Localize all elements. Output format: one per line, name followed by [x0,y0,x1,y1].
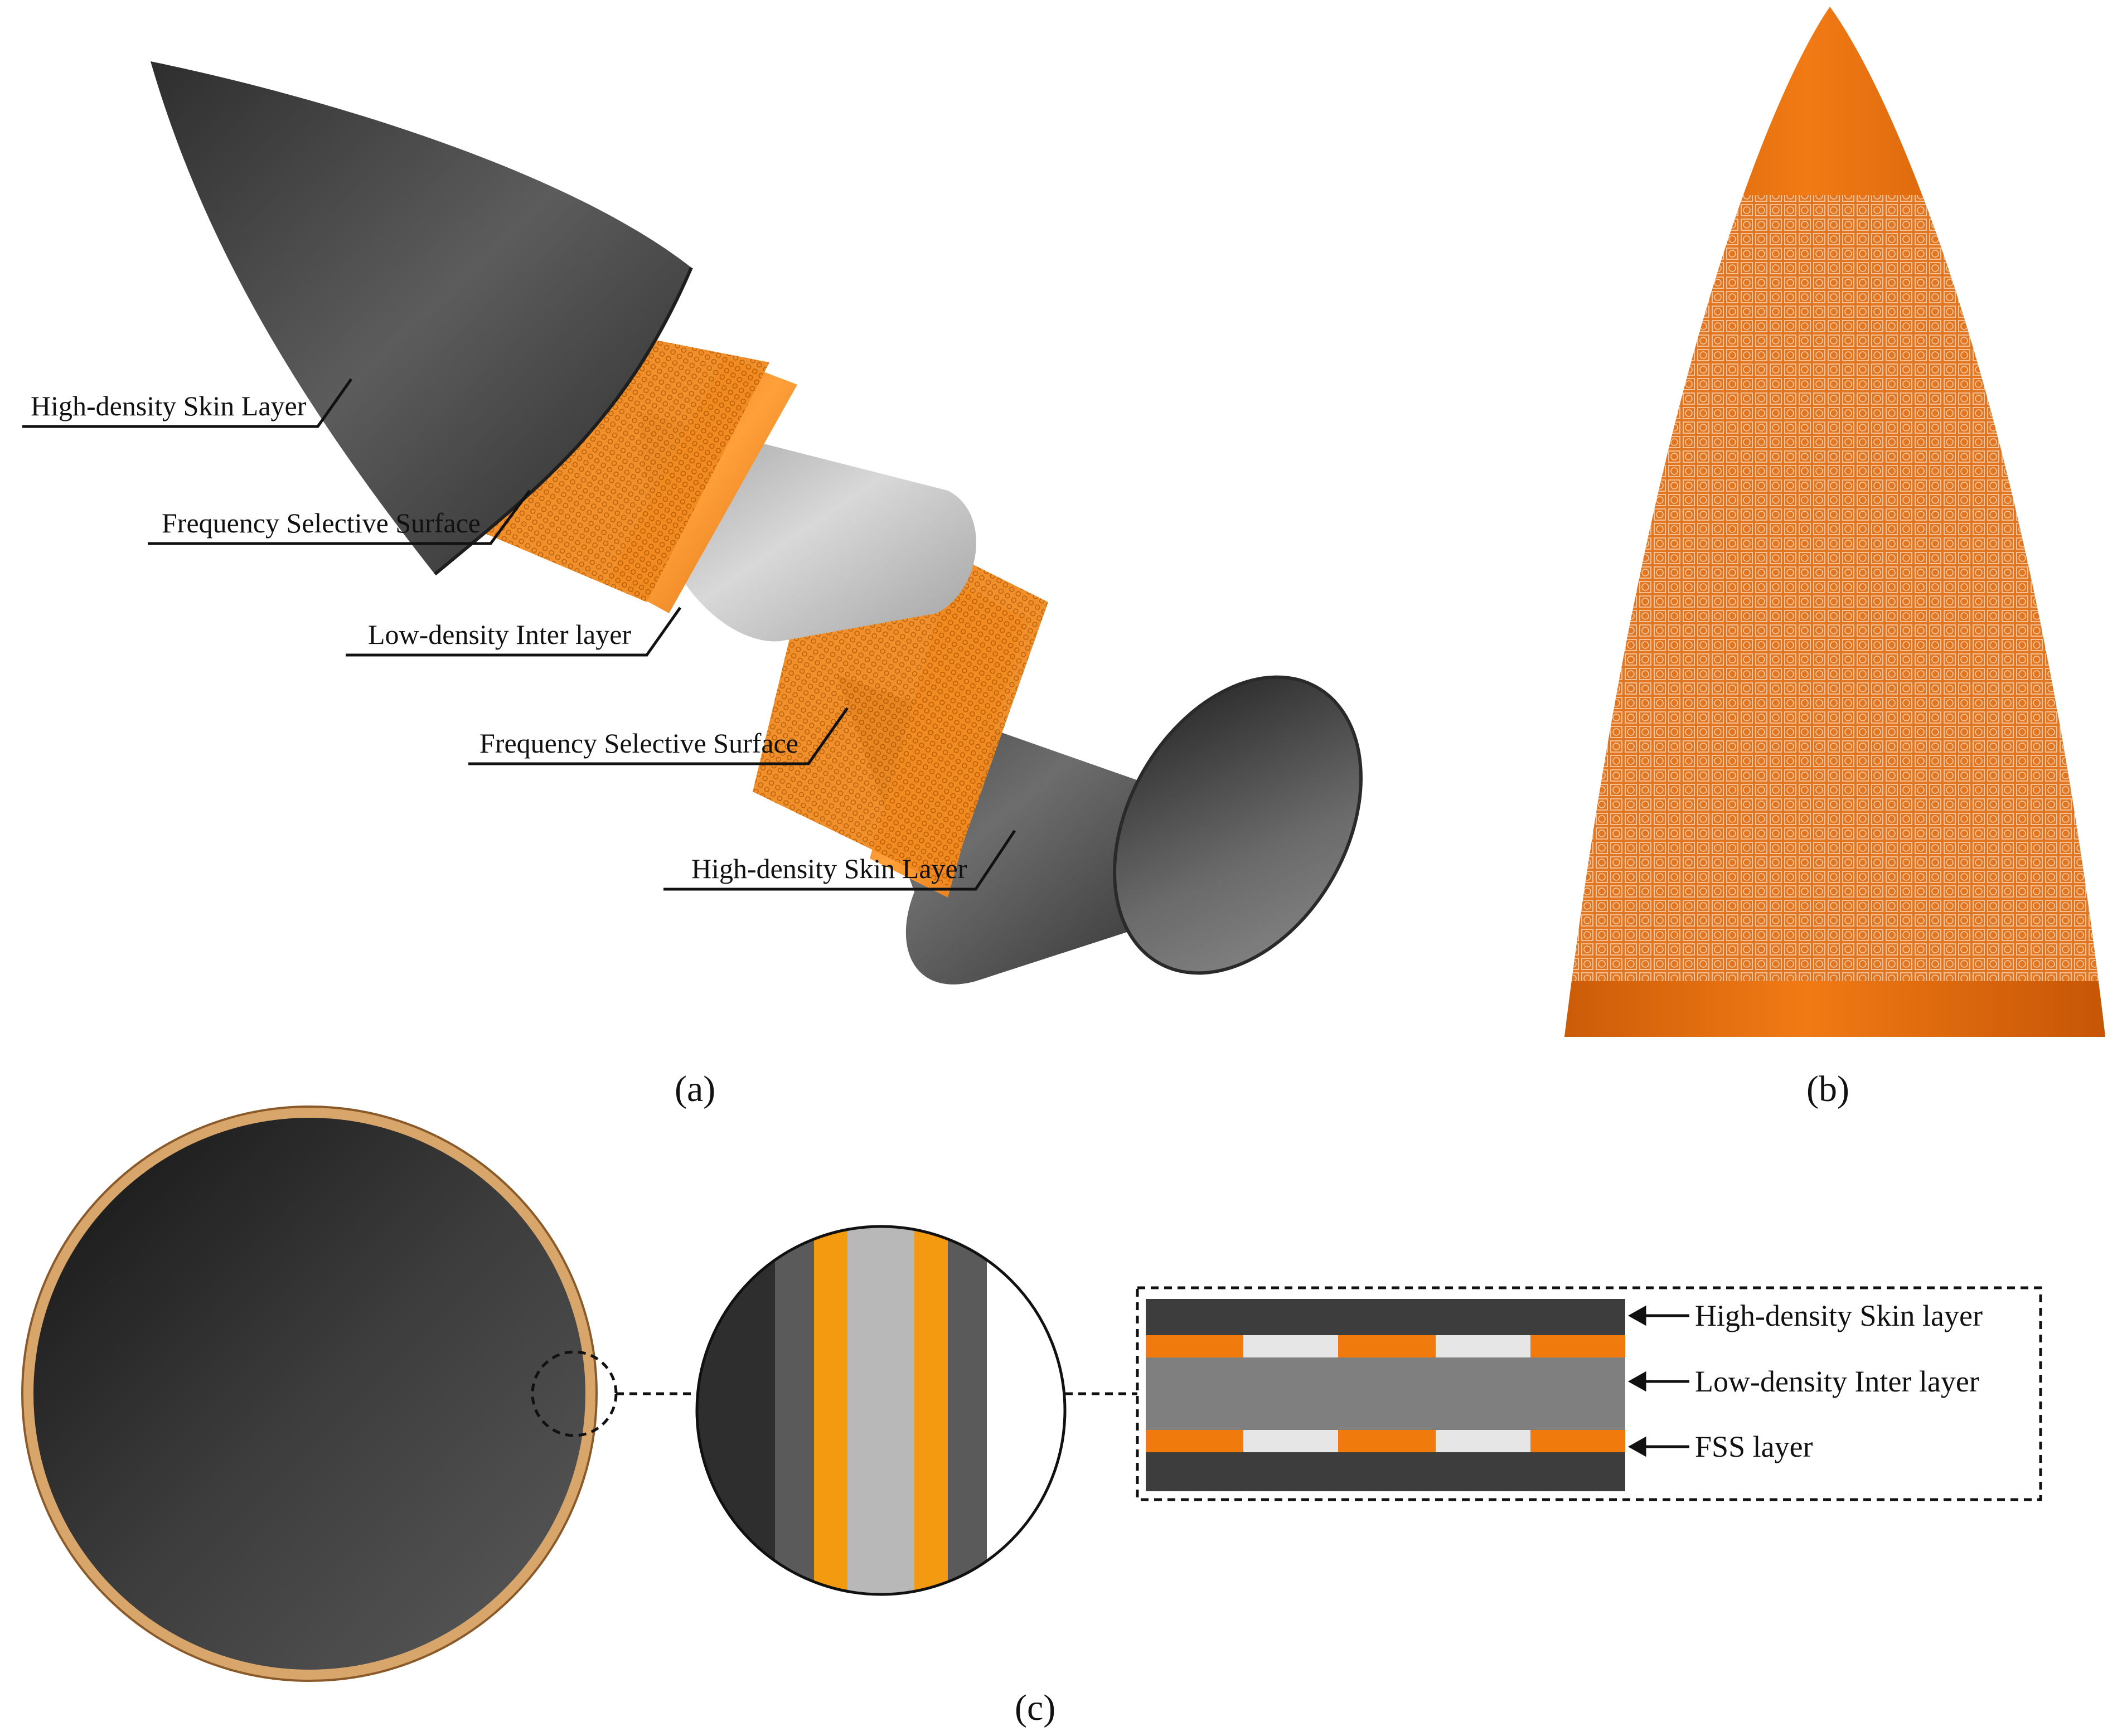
stack-skin-bottom [1146,1452,1625,1491]
nose-cone [151,61,691,574]
zoom-inter [847,1226,914,1594]
zoom-bg-right [987,1226,1065,1594]
stack-fss-bottom-patch-1 [1146,1430,1243,1452]
zoom-fss-right [914,1226,948,1594]
zoom-skin-right [948,1226,987,1594]
leader-line-4 [468,707,849,765]
leader-line-2 [148,489,531,545]
panel-c-labels: High-density Skin layer Low-density Inte… [1695,1299,1983,1463]
arrowhead-fss [1627,1436,1646,1457]
zoom-skin-left [775,1226,814,1594]
leader-line-3 [346,607,682,657]
arrowhead-skin [1627,1305,1646,1326]
stack-skin-top [1146,1299,1625,1335]
zoom-circle-outline [695,1225,1067,1596]
label-stack-fss: FSS layer [1695,1430,1813,1463]
caption-c: (c) [1015,1687,1055,1728]
nose-cone-edge [434,266,693,576]
panel-c-layer-stack [1136,1286,2042,1501]
stack-fss-bottom-patch-2 [1338,1430,1436,1452]
panel-a-illustration [151,61,1363,985]
leader-line-5 [663,830,1016,891]
stack-dashed-frame [1136,1286,2042,1501]
stack-fss-top-patch-3 [1530,1335,1625,1357]
panel-b-illustration [1564,7,2105,1037]
caption-b: (b) [1806,1069,1849,1109]
label-stack-inter: Low-density Inter layer [1695,1365,1979,1398]
panel-a-labels: High-density Skin Layer Frequency Select… [31,390,967,884]
caption-a: (a) [675,1069,715,1109]
stack-fss-bottom-patch-3 [1530,1430,1625,1452]
panel-c-arrows [1627,1305,1689,1457]
arrowhead-inter [1627,1371,1646,1392]
label-stack-skin: High-density Skin layer [1695,1299,1983,1332]
rear-tube-opening [1113,675,1363,975]
panel-c-disk [21,1105,618,1682]
label-high-density-skin-top: High-density Skin Layer [31,390,307,421]
zoom-fss-left [814,1226,847,1594]
label-fss-top: Frequency Selective Surface [162,507,481,539]
cross-section-face [33,1118,585,1670]
panel-c-zoom [695,1225,1067,1596]
zoom-bg-left [697,1226,775,1594]
label-high-density-skin-bottom: High-density Skin Layer [691,853,967,884]
radome-base-band [1564,981,2105,1037]
stack-inter-layer [1146,1357,1625,1430]
label-low-density-inter: Low-density Inter layer [368,619,631,650]
stack-fss-top-patch-1 [1146,1335,1243,1357]
panel-a-leaders [22,378,1016,891]
radome-fss-array [1564,195,2105,981]
leader-line-1 [22,378,353,428]
label-fss-bottom: Frequency Selective Surface [479,728,798,759]
stack-fss-top-patch-2 [1338,1335,1436,1357]
